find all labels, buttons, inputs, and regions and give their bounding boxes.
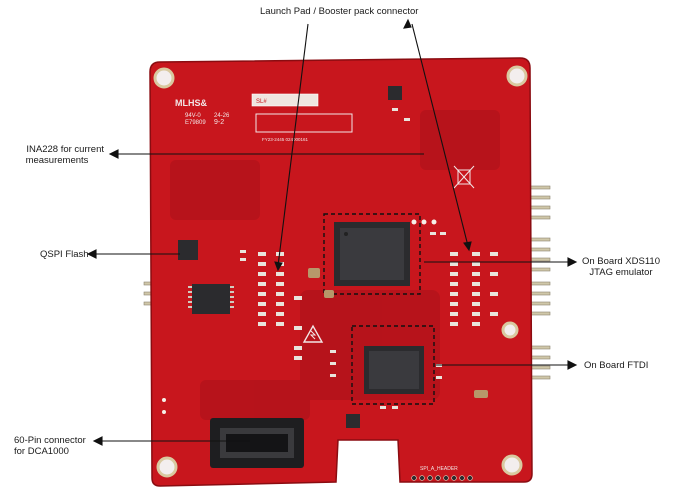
label-xds110-line2: JTAG emulator — [589, 267, 653, 278]
label-60pin-line1: 60-Pin connector — [14, 435, 86, 446]
label-ina228-line1: INA228 for current — [26, 144, 104, 155]
xds110-highlight-box — [323, 213, 421, 295]
svg-text:9-2: 9-2 — [214, 119, 224, 126]
mounting-holes — [153, 65, 528, 478]
weee-bin-icon — [453, 165, 475, 189]
xds110-chip — [334, 222, 410, 286]
soic-chip — [188, 284, 234, 314]
ftdi-chip — [364, 346, 424, 394]
svg-text:SL#: SL# — [256, 99, 267, 105]
label-launchpad-connector: Launch Pad / Booster pack connector — [260, 6, 419, 17]
svg-text:E79809: E79809 — [185, 120, 206, 126]
annotation-arrows — [86, 18, 578, 446]
label-ina228-line2: measurements — [25, 155, 89, 166]
silkscreen-logo-area: MLHS& 94V-0 24-26 E79809 9-2 SL# FY23-24… — [175, 93, 353, 142]
label-xds110-line1: On Board XDS110 — [582, 256, 660, 267]
label-60pin-line2: for DCA1000 — [14, 446, 69, 457]
svg-text:FY23-2445 024000161: FY23-2445 024000161 — [262, 137, 309, 142]
label-ftdi: On Board FTDI — [584, 360, 649, 371]
warning-triangle-icon — [302, 324, 324, 343]
capacitors — [308, 268, 488, 398]
right-header-pins — [517, 185, 551, 380]
label-60pin: 60-Pin connector for DCA1000 — [14, 435, 86, 457]
svg-text:94V-0: 94V-0 — [185, 113, 201, 119]
label-ina228: INA228 for current measurements — [10, 144, 104, 166]
ftdi-highlight-box — [351, 325, 435, 405]
label-qspi-flash: QSPI Flash — [40, 249, 89, 260]
small-ic-u26 — [346, 414, 360, 428]
svg-text:MLHS&: MLHS& — [175, 98, 207, 108]
smd-components — [240, 108, 498, 409]
label-xds110: On Board XDS110 JTAG emulator — [582, 256, 660, 278]
qspi-flash-chip — [178, 240, 198, 260]
leds — [162, 219, 437, 414]
ina228-chip — [388, 86, 402, 100]
svg-text:SPI_A_HEADER: SPI_A_HEADER — [420, 466, 458, 472]
svg-text:24-26: 24-26 — [214, 113, 230, 119]
sixty-pin-connector — [210, 418, 304, 468]
spi-header-pads — [411, 475, 473, 481]
